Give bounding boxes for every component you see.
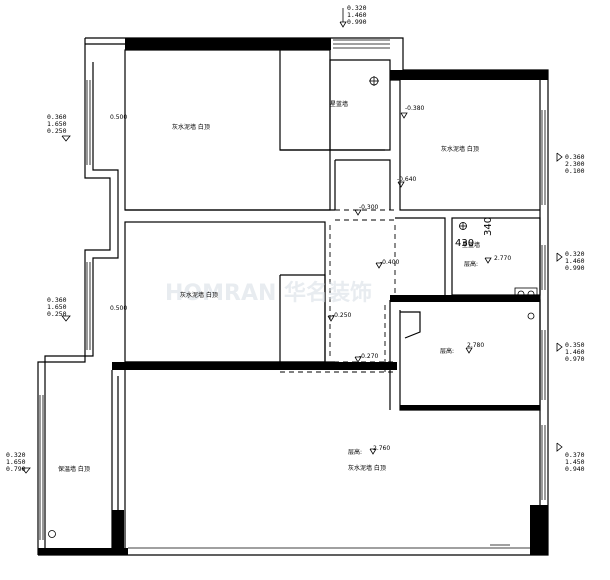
fixtures bbox=[48, 76, 538, 538]
svg-text:1.450: 1.450 bbox=[565, 458, 585, 466]
svg-text:0.370: 0.370 bbox=[565, 451, 585, 459]
room-label-bedroom-top-right: 灰水泥墙 白顶 bbox=[441, 145, 479, 153]
svg-text:0.990: 0.990 bbox=[347, 18, 367, 26]
window-spec-top: 0.320 1.460 0.990 bbox=[347, 4, 367, 26]
svg-text:0.320: 0.320 bbox=[347, 4, 367, 12]
svg-text:2.300: 2.300 bbox=[565, 160, 585, 168]
svg-text:0.320: 0.320 bbox=[6, 451, 26, 459]
svg-text:1.650: 1.650 bbox=[47, 120, 67, 128]
height-label-small-room: 层高: bbox=[464, 260, 478, 268]
wall-segment bbox=[400, 405, 540, 410]
room-label-bathroom-top: 星蓝墙 bbox=[330, 100, 348, 108]
svg-text:0.940: 0.940 bbox=[565, 465, 585, 473]
level-markers bbox=[327, 112, 492, 455]
room-label-bedroom-mid-left: 灰水泥墙 白顶 bbox=[180, 291, 218, 299]
svg-text:0.250: 0.250 bbox=[47, 127, 67, 135]
level-mark: -0.400 bbox=[380, 259, 400, 266]
dimension-340: 340 bbox=[483, 217, 494, 236]
room-label-living: 灰水泥墙 白顶 bbox=[348, 464, 386, 472]
height-label-living: 层高: bbox=[348, 448, 362, 456]
stove-icon bbox=[514, 287, 538, 301]
height-value-small-room: 2.770 bbox=[494, 255, 511, 262]
room-label-bedroom-top-left: 灰水泥墙 白顶 bbox=[172, 123, 210, 131]
dashed-lines bbox=[280, 100, 401, 373]
svg-text:0.100: 0.100 bbox=[565, 167, 585, 175]
sill-mark: 0.500 bbox=[110, 114, 127, 121]
svg-text:1.460: 1.460 bbox=[565, 348, 585, 356]
window-spec-markers bbox=[21, 8, 563, 474]
svg-text:1.650: 1.650 bbox=[47, 303, 67, 311]
wall-segment bbox=[390, 70, 548, 80]
windows bbox=[39, 39, 546, 540]
sill-mark: 0.500 bbox=[110, 305, 127, 312]
room-label-bathroom-right: 星蓝墙 bbox=[462, 241, 480, 249]
watermark: HOMRAN 华名装饰 bbox=[165, 280, 372, 306]
svg-text:0.320: 0.320 bbox=[565, 250, 585, 258]
drain-icon bbox=[527, 312, 535, 320]
wall-segment bbox=[112, 510, 124, 548]
height-value-kitchen: 2.780 bbox=[467, 342, 484, 349]
svg-text:0.360: 0.360 bbox=[47, 113, 67, 121]
window-spec-right-kitchen: 0.350 1.460 0.970 bbox=[565, 341, 585, 363]
svg-text:0.350: 0.350 bbox=[565, 341, 585, 349]
window-spec-left-upper: 0.360 1.650 0.250 bbox=[47, 113, 67, 135]
height-label-kitchen: 层高: bbox=[440, 347, 454, 355]
svg-text:0.970: 0.970 bbox=[565, 355, 585, 363]
wall-segment bbox=[125, 38, 331, 50]
svg-text:1.460: 1.460 bbox=[565, 257, 585, 265]
outer-walls bbox=[37, 37, 549, 556]
svg-text:0.360: 0.360 bbox=[565, 153, 585, 161]
wall-segment bbox=[112, 362, 397, 370]
svg-text:1.650: 1.650 bbox=[6, 458, 26, 466]
level-mark: -0.300 bbox=[359, 204, 379, 211]
svg-text:1.460: 1.460 bbox=[347, 11, 367, 19]
window-spec-right-middle: 0.320 1.460 0.990 bbox=[565, 250, 585, 272]
height-value-living: 2.760 bbox=[373, 445, 390, 452]
wall-segment bbox=[530, 505, 548, 555]
room-label-balcony: 保温墙 白顶 bbox=[58, 465, 90, 473]
drain-icon bbox=[48, 530, 56, 538]
level-mark: -0.270 bbox=[359, 353, 379, 360]
level-mark: -0.380 bbox=[405, 105, 425, 112]
svg-text:0.990: 0.990 bbox=[565, 264, 585, 272]
level-mark: -0.250 bbox=[332, 312, 352, 319]
dimension-430: 430 bbox=[455, 238, 474, 249]
wall-segment bbox=[38, 548, 128, 555]
wall-segment bbox=[390, 295, 540, 302]
level-mark: -0.640 bbox=[397, 176, 417, 183]
window-spec-right-upper: 0.360 2.300 0.100 bbox=[565, 153, 585, 175]
interior-walls bbox=[111, 49, 541, 548]
window-spec-left-lower: 0.320 1.650 0.790 bbox=[6, 451, 26, 473]
svg-text:0.790: 0.790 bbox=[6, 465, 26, 473]
svg-text:0.250: 0.250 bbox=[47, 310, 67, 318]
svg-text:0.360: 0.360 bbox=[47, 296, 67, 304]
window-spec-left-middle: 0.360 1.650 0.250 bbox=[47, 296, 67, 318]
window-spec-right-lower: 0.370 1.450 0.940 bbox=[565, 451, 585, 473]
